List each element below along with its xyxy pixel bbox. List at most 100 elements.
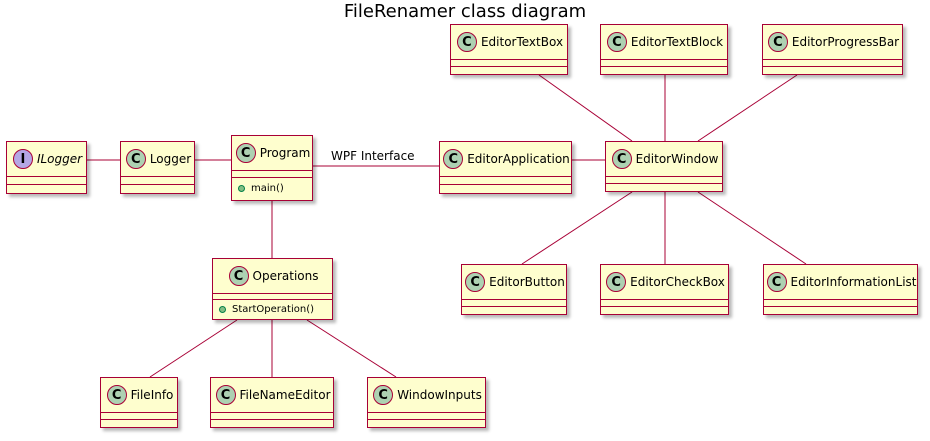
class-icon: C (215, 385, 236, 405)
class-editorinformationlist[interactable]: C EditorInformationList (763, 264, 918, 315)
edge-editorwindow-editorbutton (521, 191, 633, 265)
class-editorcheckbox-header: C EditorCheckBox (601, 265, 728, 299)
attributes-divider (213, 293, 332, 294)
method-row: main() (238, 180, 308, 196)
class-name: EditorCheckBox (630, 275, 725, 289)
attributes-divider (211, 412, 333, 413)
class-icon: C (106, 385, 127, 405)
class-program-header: C Program (232, 136, 312, 170)
interface-icon: I (12, 149, 33, 169)
class-name: EditorInformationList (790, 275, 917, 289)
methods-divider (451, 66, 567, 67)
class-name: FileInfo (130, 388, 174, 402)
class-name: Program (259, 146, 311, 160)
class-editorcheckbox[interactable]: C EditorCheckBox (600, 264, 729, 315)
class-icon: C (606, 32, 627, 52)
class-windowinputs[interactable]: C WindowInputs (367, 377, 486, 428)
attributes-divider (232, 170, 312, 171)
class-editorapplication[interactable]: C EditorApplication (439, 141, 572, 194)
class-editortextblock-header: C EditorTextBlock (601, 25, 727, 59)
attributes-divider (764, 299, 917, 300)
class-editorwindow-header: C EditorWindow (606, 142, 722, 176)
attributes-divider (606, 176, 722, 177)
class-icon: C (443, 149, 464, 169)
class-icon: C (465, 272, 486, 292)
class-operations-header: C Operations (213, 259, 332, 293)
class-ilogger-header: I ILogger (7, 142, 86, 176)
class-editortextbox[interactable]: C EditorTextBox (450, 24, 568, 75)
class-name: WindowInputs (397, 388, 482, 402)
diagram-title: FileRenamer class diagram (343, 1, 587, 22)
class-name: EditorProgressBar (791, 35, 900, 49)
class-editorbutton[interactable]: C EditorButton (461, 264, 567, 315)
class-editorinformationlist-header: C EditorInformationList (764, 265, 917, 299)
method-name: StartOperation() (232, 303, 314, 315)
class-ilogger[interactable]: I ILogger (6, 141, 87, 194)
attributes-divider (763, 59, 902, 60)
class-icon: C (611, 149, 632, 169)
class-operations[interactable]: C Operations StartOperation() (212, 258, 333, 320)
method-name: main() (251, 182, 284, 194)
methods-divider (121, 184, 194, 185)
class-logger[interactable]: C Logger (120, 141, 195, 194)
methods-divider (601, 306, 728, 307)
methods-divider (601, 66, 727, 67)
class-editortextbox-header: C EditorTextBox (451, 25, 567, 59)
attributes-divider (101, 412, 177, 413)
edge-operations-windowinputs (306, 319, 397, 378)
edge-label-wpf-interface: WPF Interface (331, 149, 415, 163)
class-logger-header: C Logger (121, 142, 194, 176)
class-editorbutton-header: C EditorButton (462, 265, 566, 299)
class-windowinputs-header: C WindowInputs (368, 378, 485, 412)
attributes-divider (601, 59, 727, 60)
attributes-divider (601, 299, 728, 300)
methods-divider (211, 419, 333, 420)
class-name: EditorApplication (467, 152, 570, 166)
class-name: EditorTextBox (480, 35, 564, 49)
class-name: FileNameEditor (239, 388, 331, 402)
class-icon: C (456, 32, 477, 52)
class-editorprogressbar-header: C EditorProgressBar (763, 25, 902, 59)
class-program[interactable]: C Program main() (231, 135, 313, 201)
class-name: ILogger (36, 152, 83, 166)
methods-divider (101, 419, 177, 420)
class-filenameeditor[interactable]: C FileNameEditor (210, 377, 334, 428)
edge-editorprogressbar-editorwindow (697, 74, 798, 142)
edge-editorwindow-editorinformationlist (697, 191, 807, 265)
methods-divider (232, 177, 312, 178)
method-row: StartOperation() (219, 301, 328, 317)
methods-divider (440, 184, 571, 185)
class-icon: C (767, 32, 788, 52)
class-icon: C (606, 272, 627, 292)
class-editorapplication-header: C EditorApplication (440, 142, 571, 176)
class-icon: C (228, 266, 249, 286)
edge-operations-fileinfo (149, 319, 238, 378)
class-name: EditorWindow (635, 152, 719, 166)
class-name: Logger (149, 152, 192, 166)
class-filenameeditor-header: C FileNameEditor (211, 378, 333, 412)
attributes-divider (451, 59, 567, 60)
methods-divider (462, 306, 566, 307)
class-editortextblock[interactable]: C EditorTextBlock (600, 24, 728, 75)
methods-divider (213, 299, 332, 300)
class-name: EditorTextBlock (630, 35, 724, 49)
class-editorprogressbar[interactable]: C EditorProgressBar (762, 24, 903, 75)
class-icon: C (235, 143, 256, 163)
methods-divider (763, 66, 902, 67)
attributes-divider (368, 412, 485, 413)
attributes-divider (440, 176, 571, 177)
class-icon: C (125, 149, 146, 169)
class-fileinfo-header: C FileInfo (101, 378, 177, 412)
class-name: EditorButton (489, 275, 565, 289)
attributes-divider (7, 176, 86, 177)
class-fileinfo[interactable]: C FileInfo (100, 377, 178, 428)
class-icon: C (373, 385, 394, 405)
methods-divider (606, 183, 722, 184)
public-method-icon (219, 305, 226, 313)
attributes-divider (121, 176, 194, 177)
class-editorwindow[interactable]: C EditorWindow (605, 141, 723, 192)
class-icon: C (766, 272, 787, 292)
edge-editortextbox-editorwindow (538, 74, 633, 142)
